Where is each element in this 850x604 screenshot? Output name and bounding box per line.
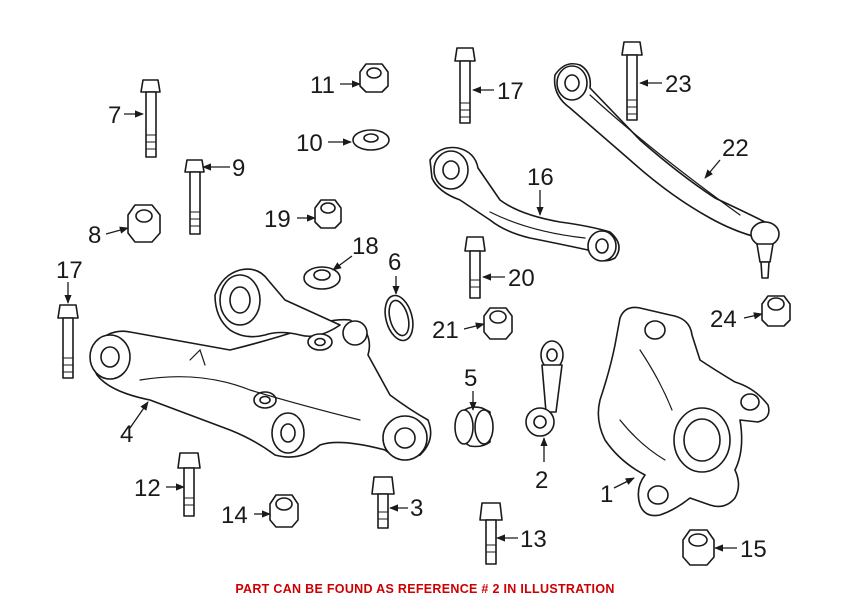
callout-16: 16: [527, 164, 554, 216]
callout-11: 11: [310, 72, 361, 99]
lower-control-arm-part: [89, 268, 432, 461]
callout-1-number: 1: [600, 481, 613, 508]
nut-24: [761, 295, 791, 327]
callout-2-number: 2: [535, 467, 548, 494]
bolt-7: [140, 79, 161, 158]
bolt-12: [177, 452, 201, 517]
callout-22-number: 22: [722, 135, 749, 162]
washer-10: [352, 129, 390, 151]
callout-4: 4: [120, 401, 149, 448]
bolt-13: [479, 502, 503, 565]
nut-15: [682, 529, 715, 566]
callout-7: 7: [108, 102, 144, 129]
callout-24-number: 24: [710, 306, 737, 333]
nut-18: [303, 266, 341, 290]
callout-21-number: 21: [432, 317, 459, 344]
bushing-part: [454, 406, 494, 448]
nut-14: [269, 494, 299, 528]
callout-21: 21: [432, 317, 485, 344]
bolt-23: [621, 41, 643, 121]
callout-8: 8: [88, 222, 129, 249]
nut-8: [127, 204, 161, 243]
callout-16-number: 16: [527, 164, 554, 191]
wheel-knuckle-part: [597, 306, 770, 517]
callout-23: 23: [639, 71, 692, 98]
bolt-17-top: [454, 47, 476, 124]
callout-14-number: 14: [221, 502, 248, 529]
callout-2: 2: [535, 437, 548, 494]
callout-20: 20: [482, 265, 535, 292]
callout-12: 12: [134, 475, 185, 502]
callout-14: 14: [221, 502, 271, 529]
callout-3: 3: [389, 495, 423, 522]
callout-1: 1: [600, 477, 635, 508]
bolt-9: [184, 159, 205, 235]
bolt-17-left: [57, 304, 79, 379]
callout-17-left-number: 17: [56, 257, 83, 284]
callout-15: 15: [714, 536, 767, 563]
callout-10-number: 10: [296, 130, 323, 157]
callout-18-number: 18: [352, 233, 379, 260]
callout-18: 18: [332, 233, 379, 271]
callout-8-number: 8: [88, 222, 101, 249]
callout-9-number: 9: [232, 155, 245, 182]
callout-4-number: 4: [120, 421, 133, 448]
callout-11-number: 11: [310, 72, 335, 99]
callout-17-left: 17: [56, 257, 83, 304]
nut-19: [314, 199, 342, 229]
callout-13: 13: [496, 526, 547, 553]
sealing-ring-part: [384, 294, 414, 342]
callout-19-number: 19: [264, 206, 291, 233]
callout-6: 6: [388, 249, 401, 295]
callout-15-number: 15: [740, 536, 767, 563]
nut-21: [483, 307, 513, 340]
callout-5: 5: [464, 365, 477, 411]
callout-23-number: 23: [665, 71, 692, 98]
nut-11: [359, 63, 389, 93]
callout-17-top-number: 17: [497, 78, 524, 105]
callout-24: 24: [710, 306, 763, 333]
callout-5-number: 5: [464, 365, 477, 392]
callout-6-number: 6: [388, 249, 401, 276]
callout-17-top: 17: [472, 78, 524, 105]
callout-20-number: 20: [508, 265, 535, 292]
callout-7-number: 7: [108, 102, 121, 129]
bolt-20: [464, 236, 486, 299]
upper-control-arm-part: [429, 146, 620, 262]
callout-10: 10: [296, 130, 352, 157]
callout-12-number: 12: [134, 475, 161, 502]
callout-3-number: 3: [410, 495, 423, 522]
trailing-arm-part: [553, 62, 780, 279]
stabilizer-link-part: [525, 340, 564, 437]
bolt-3: [371, 476, 395, 529]
callout-22: 22: [704, 135, 749, 179]
callout-9: 9: [202, 155, 245, 182]
callout-13-number: 13: [520, 526, 547, 553]
callout-19: 19: [264, 206, 316, 233]
reference-note: PART CAN BE FOUND AS REFERENCE # 2 IN IL…: [235, 582, 615, 596]
